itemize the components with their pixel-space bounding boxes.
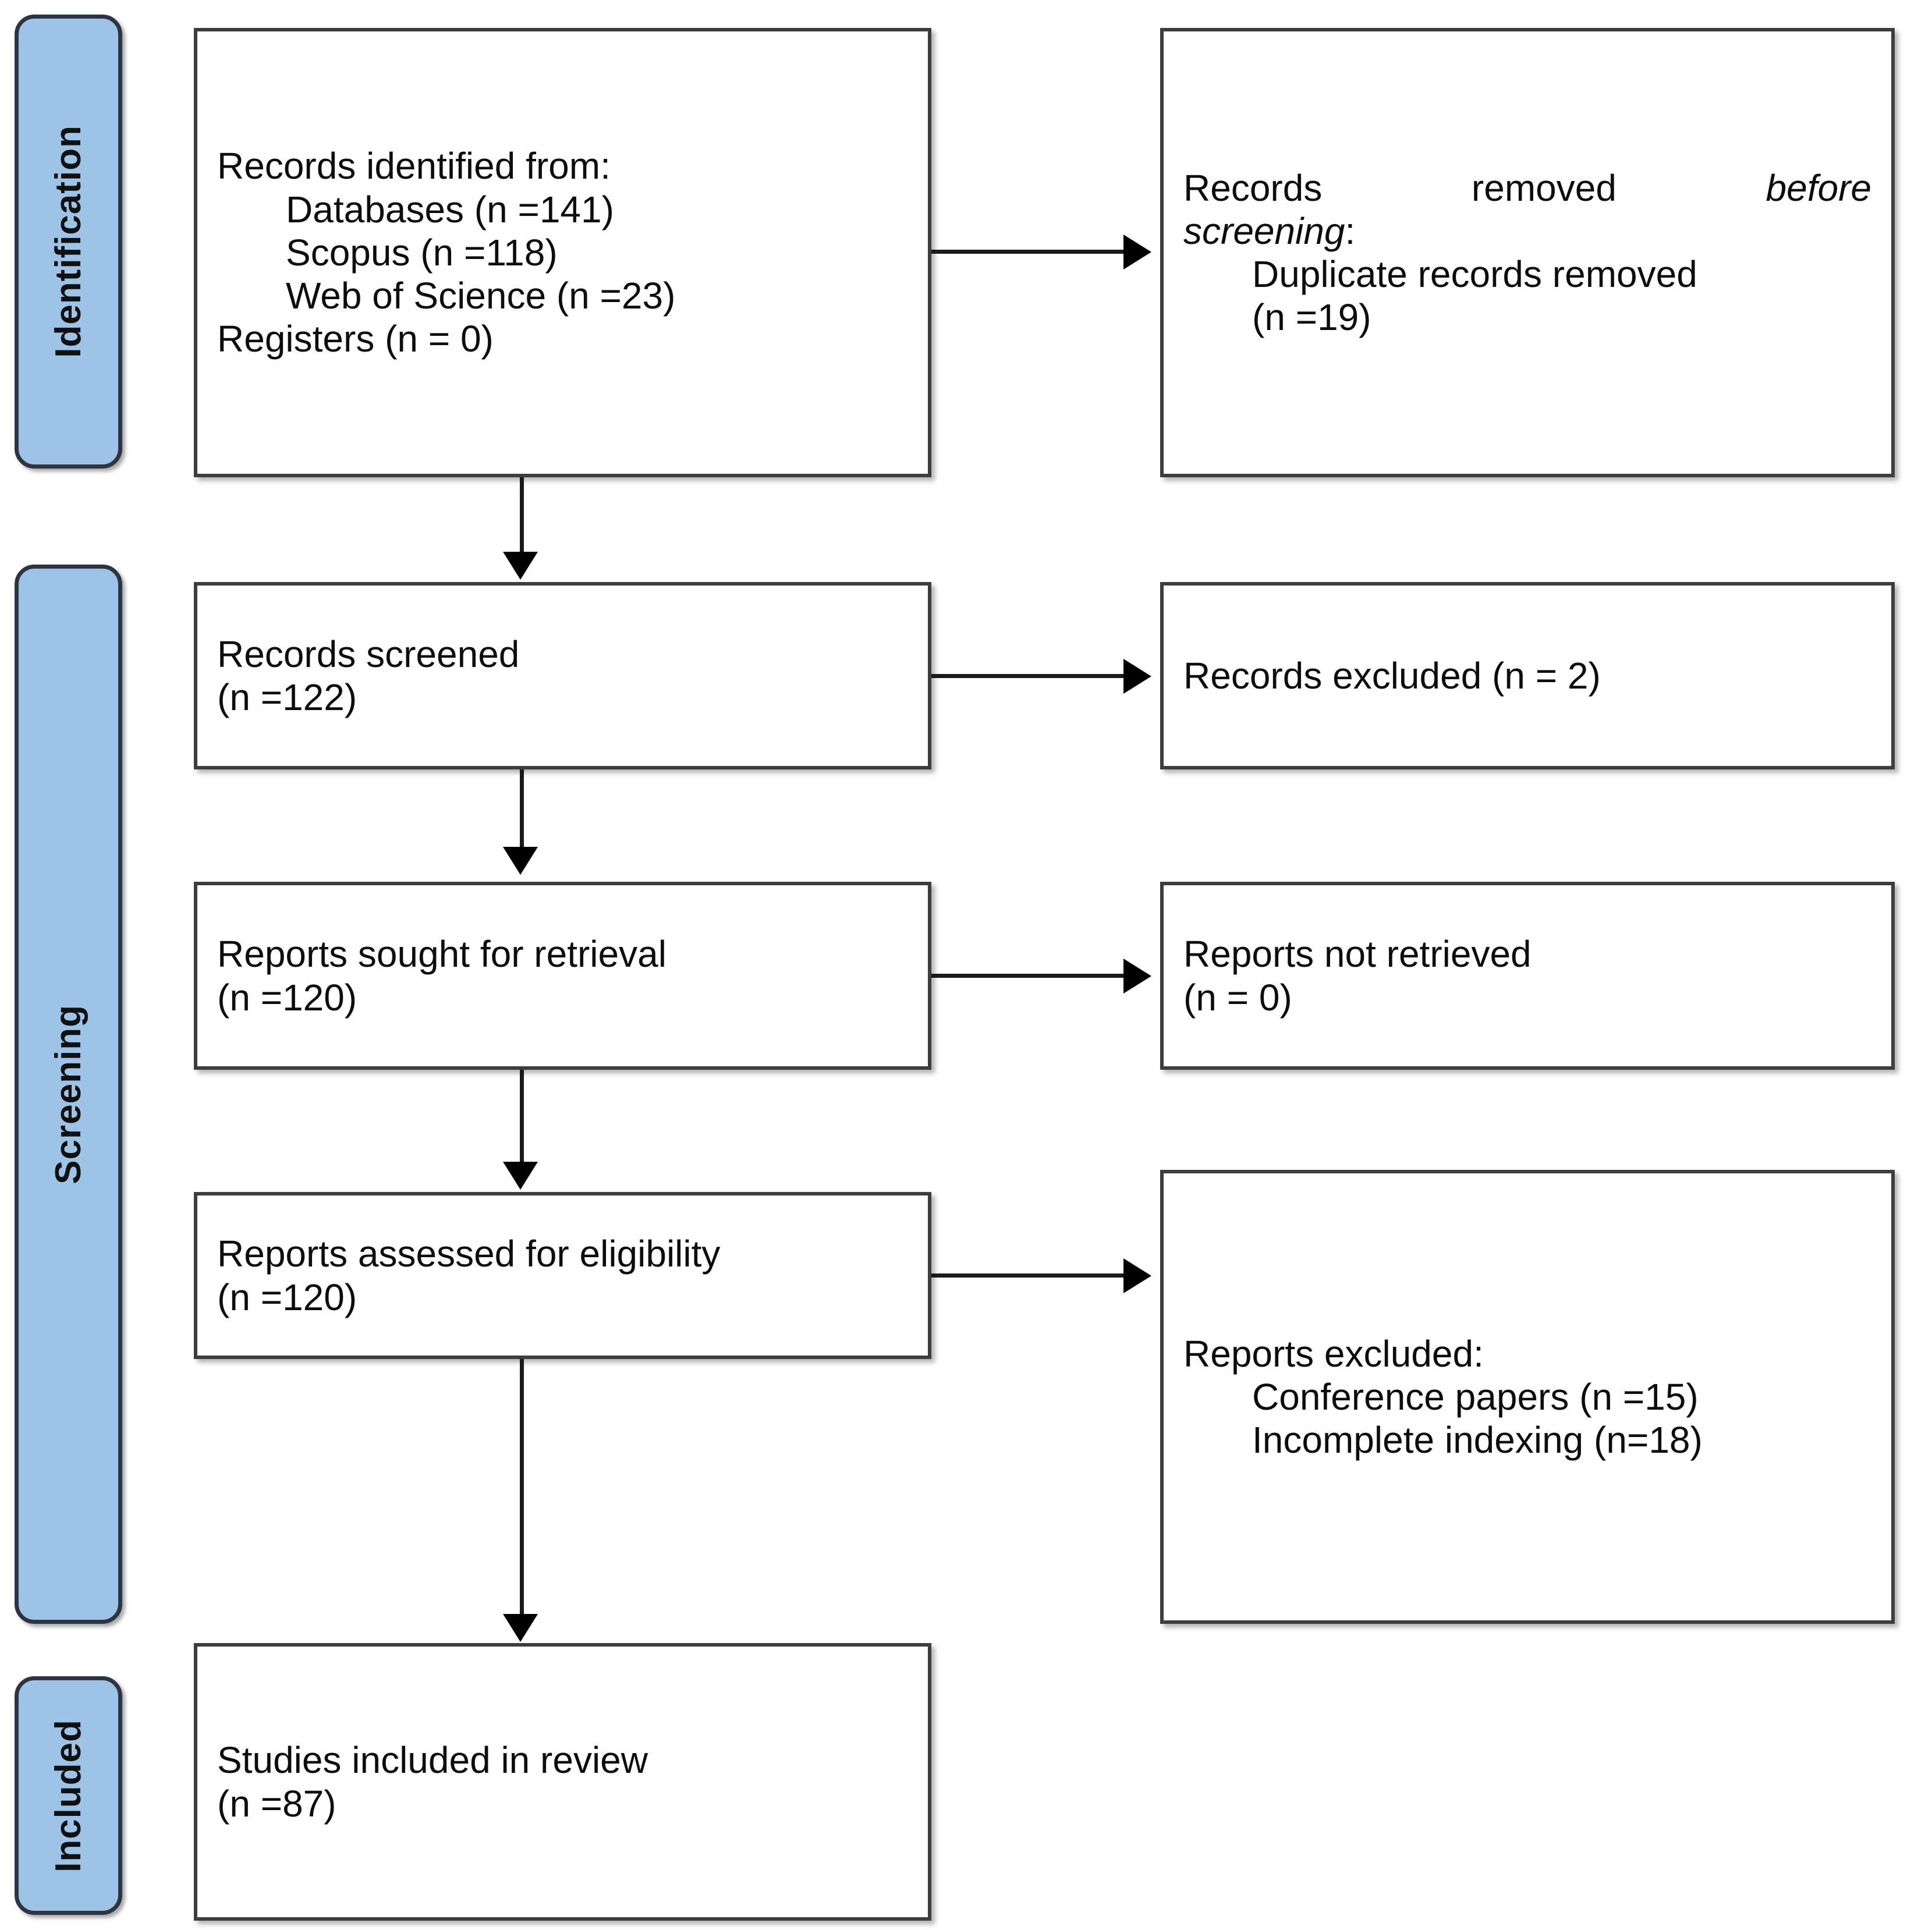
records-identified-registers: Registers (n = 0)	[217, 318, 494, 360]
records-removed-line2: screening:	[1183, 210, 1871, 253]
box-records-excluded-text: Records excluded (n = 2)	[1164, 654, 1891, 697]
reports-not-retrieved-count: (n = 0)	[1183, 976, 1292, 1019]
connector-sought-to-not-retrieved	[931, 974, 1123, 978]
records-removed-screening: screening	[1183, 210, 1345, 252]
box-records-identified: Records identified from: Databases (n =1…	[194, 28, 931, 477]
box-records-screened-text: Records screened (n =122)	[197, 633, 928, 719]
arrowhead-assessed-to-included	[503, 1614, 538, 1642]
records-identified-item-scopus: Scopus (n =118)	[286, 231, 558, 274]
records-excluded-title: Records excluded (n = 2)	[1183, 654, 1601, 697]
reports-assessed-count: (n =120)	[217, 1276, 357, 1318]
box-reports-excluded-text: Reports excluded: Conference papers (n =…	[1164, 1332, 1891, 1462]
arrowhead-assessed-to-reports-excluded	[1123, 1258, 1151, 1293]
records-identified-item-databases: Databases (n =141)	[286, 188, 614, 230]
reports-not-retrieved-title: Reports not retrieved	[1183, 933, 1532, 975]
arrowhead-identified-to-screened	[503, 552, 538, 580]
box-reports-assessed-text: Reports assessed for eligibility (n =120…	[197, 1232, 928, 1318]
box-reports-assessed: Reports assessed for eligibility (n =120…	[194, 1192, 931, 1359]
records-removed-before: before	[1766, 166, 1871, 209]
connector-sought-to-assessed	[520, 1070, 524, 1163]
reports-sought-title: Reports sought for retrieval	[217, 933, 667, 975]
records-identified-title: Records identified from:	[217, 145, 611, 187]
reports-assessed-title: Reports assessed for eligibility	[217, 1233, 721, 1275]
box-records-identified-text: Records identified from: Databases (n =1…	[197, 144, 928, 360]
records-screened-title: Records screened	[217, 633, 520, 675]
box-studies-included-text: Studies included in review (n =87)	[197, 1739, 928, 1825]
arrowhead-sought-to-assessed	[503, 1162, 538, 1190]
connector-assessed-to-reports-excluded	[931, 1273, 1123, 1278]
box-records-removed: Records removed before screening: Duplic…	[1160, 28, 1895, 477]
box-reports-sought: Reports sought for retrieval (n =120)	[194, 882, 931, 1070]
stage-label-included: Included	[48, 1719, 88, 1872]
records-removed-line1: Records removed before	[1183, 166, 1871, 210]
box-records-screened: Records screened (n =122)	[194, 582, 931, 769]
box-reports-excluded: Reports excluded: Conference papers (n =…	[1160, 1170, 1895, 1624]
studies-included-count: (n =87)	[217, 1782, 336, 1825]
stage-pill-screening: Screening	[15, 565, 122, 1624]
box-records-excluded: Records excluded (n = 2)	[1160, 582, 1895, 769]
reports-excluded-title: Reports excluded:	[1183, 1332, 1484, 1375]
connector-screened-to-excluded	[931, 674, 1123, 678]
arrowhead-screened-to-excluded	[1123, 659, 1151, 694]
records-screened-count: (n =122)	[217, 676, 357, 718]
reports-excluded-item-conference: Conference papers (n =15)	[1252, 1375, 1699, 1418]
connector-identified-to-screened	[520, 477, 524, 553]
arrowhead-sought-to-not-retrieved	[1123, 959, 1151, 994]
connector-identified-to-removed	[931, 250, 1123, 254]
stage-label-screening: Screening	[48, 1004, 88, 1184]
connector-screened-to-sought	[520, 769, 524, 848]
stage-label-identification: Identification	[48, 125, 88, 358]
arrowhead-screened-to-sought	[503, 847, 538, 875]
box-studies-included: Studies included in review (n =87)	[194, 1643, 931, 1921]
studies-included-title: Studies included in review	[217, 1739, 648, 1782]
box-reports-sought-text: Reports sought for retrieval (n =120)	[197, 932, 928, 1019]
records-removed-colon: :	[1345, 210, 1356, 252]
box-reports-not-retrieved: Reports not retrieved (n = 0)	[1160, 882, 1895, 1070]
box-records-removed-text: Records removed before screening: Duplic…	[1164, 166, 1891, 339]
records-removed-lead: Records removed	[1183, 166, 1617, 209]
reports-excluded-item-indexing: Incomplete indexing (n=18)	[1252, 1419, 1703, 1461]
stage-pill-included: Included	[15, 1676, 122, 1915]
connector-assessed-to-included	[520, 1359, 524, 1615]
stage-pill-identification: Identification	[15, 15, 122, 469]
records-removed-count: (n =19)	[1252, 296, 1371, 339]
records-identified-item-wos: Web of Science (n =23)	[286, 275, 676, 317]
reports-sought-count: (n =120)	[217, 976, 357, 1019]
arrowhead-identified-to-removed	[1123, 235, 1151, 269]
box-reports-not-retrieved-text: Reports not retrieved (n = 0)	[1164, 932, 1891, 1019]
records-removed-item: Duplicate records removed	[1252, 253, 1697, 295]
